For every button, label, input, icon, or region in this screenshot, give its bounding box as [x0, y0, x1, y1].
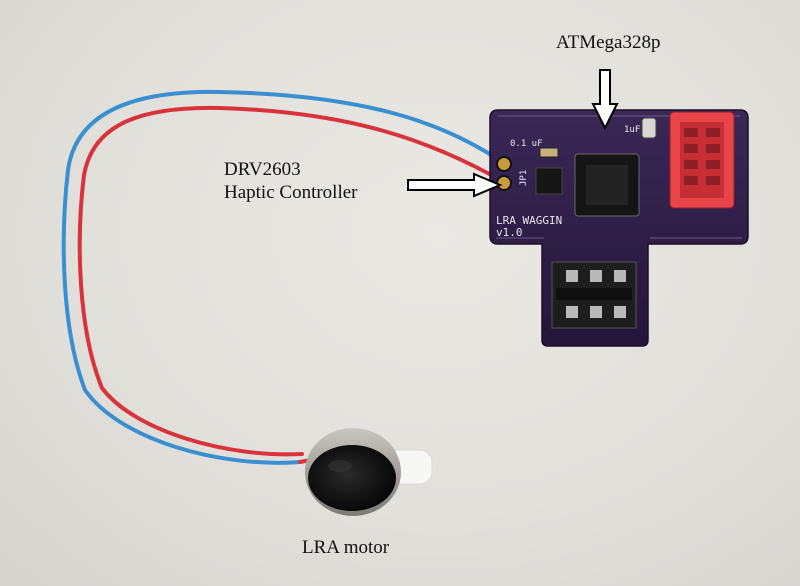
drv2603-label-line2: Haptic Controller: [224, 182, 358, 203]
red-wire: [77, 105, 506, 457]
silkscreen-text: 0.1 uF 1uF JP1 LRA WAGGIN v1.0: [496, 125, 640, 239]
atmega-label: ATMega328p: [556, 32, 661, 53]
motor-face: [308, 445, 396, 511]
silk-cap2-value: 1uF: [624, 125, 640, 135]
silk-cap-value: 0.1 uF: [510, 139, 543, 149]
arrow-down-icon: [591, 69, 619, 131]
pin-header: [551, 261, 637, 329]
pcb-board: 0.1 uF 1uF JP1 LRA WAGGIN v1.0: [489, 109, 749, 347]
lra-motor-label: LRA motor: [302, 537, 390, 558]
wire-pair: [61, 89, 506, 465]
blue-wire: [61, 89, 504, 465]
drv2603-chip: [535, 167, 563, 195]
drv2603-label-line1: DRV2603: [224, 159, 301, 180]
silk-jp1: JP1: [519, 170, 529, 186]
arrow-right-icon: [407, 172, 503, 198]
silk-version: v1.0: [496, 226, 523, 239]
capacitor-1uf: [641, 117, 657, 139]
lra-motor: [305, 428, 433, 516]
drv2603-label: DRV2603 Haptic Controller: [224, 158, 358, 204]
silk-board-name: LRA WAGGIN: [496, 214, 562, 227]
capacitor-01uf: [539, 147, 559, 158]
atmega-chip: [574, 153, 640, 217]
red-connector: [669, 111, 735, 209]
